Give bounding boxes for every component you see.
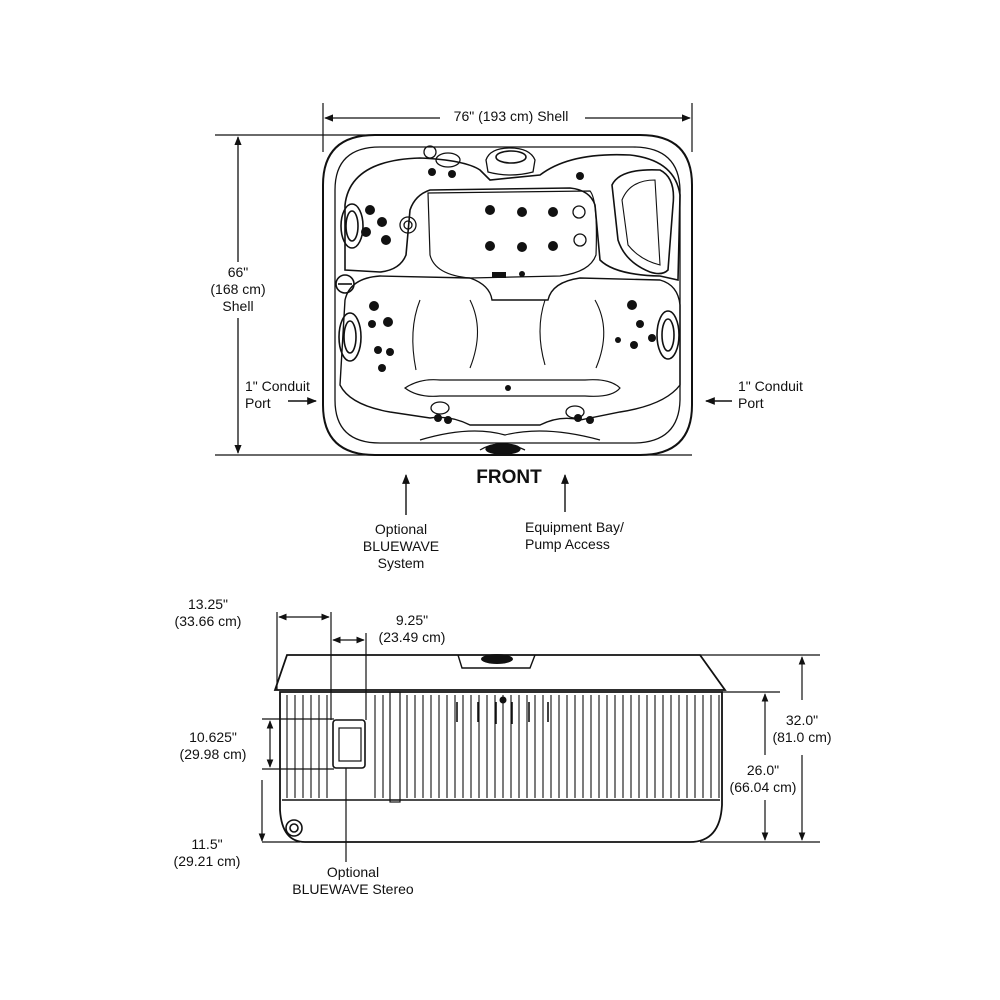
cabinet-slats	[286, 695, 720, 798]
conduit-left-line-1: 1" Conduit	[245, 378, 310, 394]
dim-10-label: 10.625" (29.98 cm)	[180, 729, 247, 763]
dim-13-label: 13.25" (33.66 cm)	[175, 596, 242, 630]
front-label: FRONT	[476, 467, 542, 488]
equipment-line-2: Pump Access	[525, 536, 610, 552]
dim-9-label: 9.25" (23.49 cm)	[379, 612, 446, 646]
conduit-left-line-2: Port	[245, 395, 271, 411]
conduit-port-right-label: 1" Conduit Port	[738, 378, 803, 412]
dim-9-line-1: 9.25"	[395, 612, 429, 628]
dim-11-line-2: (29.21 cm)	[173, 853, 241, 869]
dim-32-label: 32.0" (81.0 cm)	[772, 712, 831, 746]
shell-width-label: 76" (193 cm) Shell	[453, 108, 569, 124]
shell-height-line-2: (168 cm)	[210, 281, 266, 297]
equipment-line-1: Equipment Bay/	[525, 519, 624, 535]
stereo-line-2: BLUEWAVE Stereo	[292, 881, 414, 897]
shell-height-line-1: 66"	[227, 264, 249, 280]
shell-height-line-3: Shell	[222, 298, 254, 314]
stereo-line-1: Optional	[326, 864, 380, 880]
dim-26-label: 26.0" (66.04 cm)	[730, 762, 797, 796]
dim-32-line-2: (81.0 cm)	[772, 729, 832, 745]
conduit-right-line-2: Port	[738, 395, 764, 411]
dim-11-label: 11.5" (29.21 cm)	[174, 836, 241, 870]
bluewave-line-2: BLUEWAVE	[362, 538, 440, 554]
dim-32-line-1: 32.0"	[785, 712, 819, 728]
bluewave-line-3: System	[377, 555, 425, 571]
dim-13-line-2: (33.66 cm)	[174, 613, 242, 629]
jets	[361, 168, 656, 424]
bluewave-line-1: Optional	[374, 521, 428, 537]
dim-26-line-2: (66.04 cm)	[729, 779, 797, 795]
dim-10-line-2: (29.98 cm)	[179, 746, 247, 762]
side-view	[273, 654, 727, 843]
conduit-right-line-1: 1" Conduit	[738, 378, 803, 394]
dim-13-line-1: 13.25"	[187, 596, 229, 612]
conduit-port-left-label: 1" Conduit Port	[245, 378, 310, 412]
dim-10-line-1: 10.625"	[189, 729, 237, 745]
shell-height-label: 66" (168 cm) Shell	[210, 264, 265, 315]
top-view	[215, 103, 693, 456]
dim-9-line-2: (23.49 cm)	[378, 629, 446, 645]
dim-11-line-1: 11.5"	[191, 836, 223, 852]
bluewave-system-label: Optional BLUEWAVE System	[363, 521, 439, 572]
bluewave-stereo-label: Optional BLUEWAVE Stereo	[292, 864, 413, 898]
dim-26-line-1: 26.0"	[746, 762, 780, 778]
equipment-bay-label: Equipment Bay/ Pump Access	[525, 519, 624, 553]
